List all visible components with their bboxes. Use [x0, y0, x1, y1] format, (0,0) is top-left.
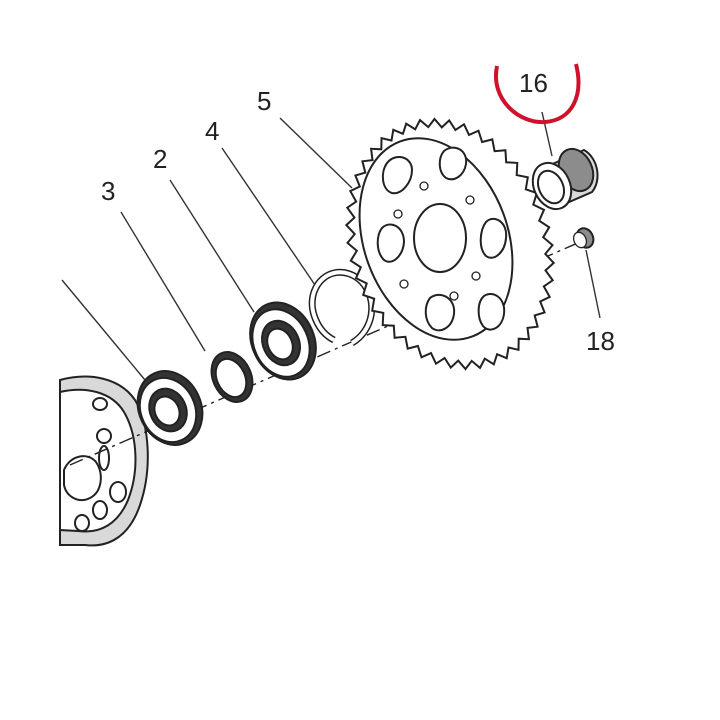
part-3-bearing	[136, 370, 204, 446]
leader-2	[169, 179, 255, 313]
leader-4	[221, 147, 316, 286]
callout-4: 4	[205, 116, 219, 146]
leader-lines	[61, 111, 601, 381]
part-16-sleeve	[531, 147, 599, 211]
wheel-hub	[59, 375, 149, 547]
leader-3	[120, 211, 206, 352]
callout-3: 3	[101, 176, 115, 206]
leader-16	[541, 111, 553, 157]
circlip	[308, 268, 376, 347]
callout-5: 5	[257, 86, 271, 116]
leader-hub	[61, 279, 146, 381]
part-4-bearing	[249, 301, 317, 381]
callout-16-highlight-ring	[493, 63, 581, 125]
callout-2: 2	[153, 144, 167, 174]
callout-18: 18	[586, 326, 615, 356]
part-5-sprocket	[344, 117, 556, 371]
part-18-nut	[572, 227, 595, 249]
leader-5	[279, 117, 353, 189]
callout-16: 16	[519, 68, 548, 98]
part-2-spacer	[210, 351, 254, 403]
leader-18	[585, 249, 601, 319]
